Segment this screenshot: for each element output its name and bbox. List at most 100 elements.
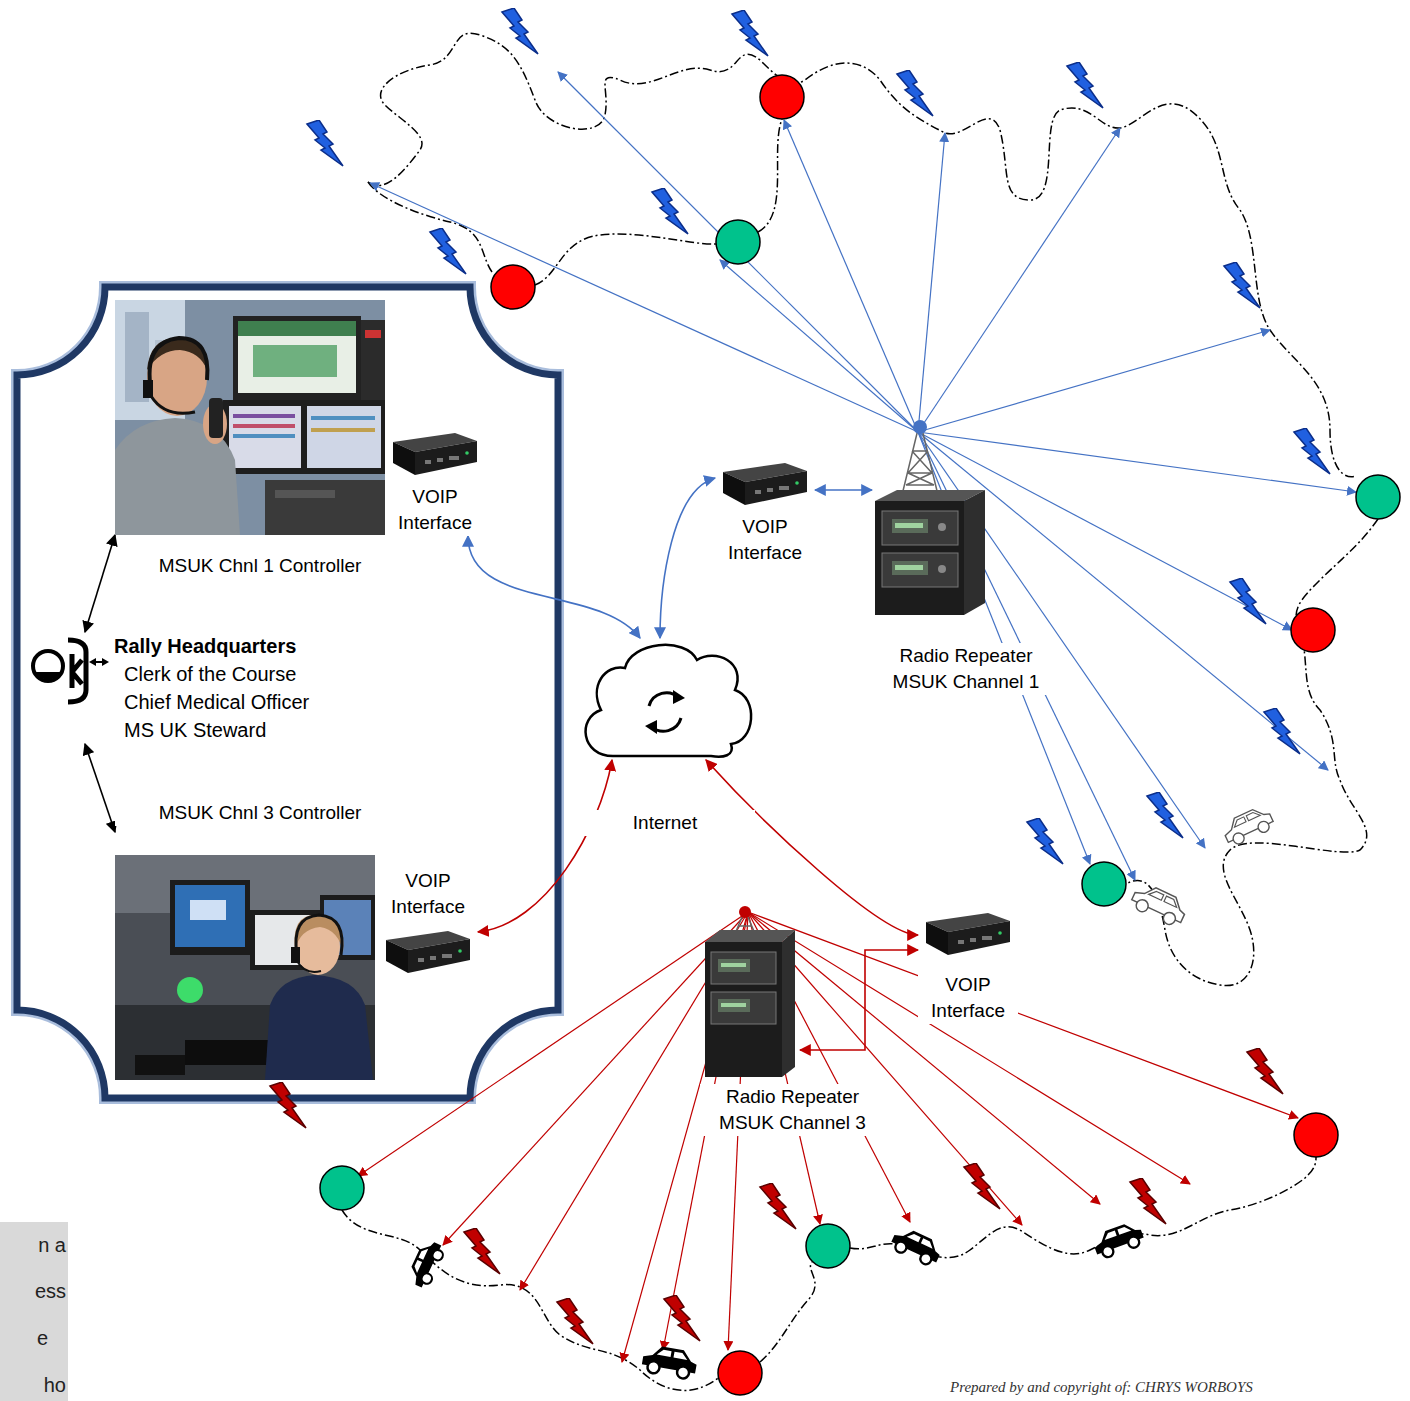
art-use <box>1027 818 1063 864</box>
art-rect <box>418 958 424 962</box>
art-use <box>502 8 538 54</box>
network-node: Radio Repeater MSUK Channel 3 <box>700 902 800 1077</box>
cropped-note-text: ho <box>44 1372 66 1398</box>
art-line <box>784 120 918 432</box>
network-node: Internet <box>575 638 755 760</box>
art-rect <box>275 490 335 498</box>
art-circle <box>465 451 469 455</box>
art-rect <box>755 490 761 494</box>
art-rect <box>892 561 928 575</box>
art-rect <box>0 1222 68 1401</box>
art-path <box>68 640 86 702</box>
hq-role: MS UK Steward <box>114 716 309 744</box>
art-rect <box>311 428 375 432</box>
art-rect <box>238 321 356 336</box>
art-circle <box>1294 1113 1338 1157</box>
connector-arrow <box>815 489 872 491</box>
connector-arrow <box>706 760 918 935</box>
art-use <box>1247 1048 1283 1094</box>
art-use <box>732 10 768 56</box>
network-symbol <box>700 902 800 1077</box>
art-circle <box>739 906 751 918</box>
art-rect <box>958 940 964 944</box>
art-path <box>368 33 1356 477</box>
art-rect <box>970 938 976 942</box>
voip-device <box>385 428 480 478</box>
art-circle <box>1082 862 1126 906</box>
art-polygon <box>393 442 415 475</box>
network-symbol <box>575 638 755 760</box>
art-line <box>918 432 1356 492</box>
art-rect <box>449 456 459 460</box>
art-path <box>17 287 558 1098</box>
art-use <box>1264 708 1300 754</box>
network-symbol <box>872 415 987 615</box>
art-circle <box>1356 475 1400 519</box>
art-rect <box>721 1003 746 1007</box>
art-use <box>464 1228 500 1274</box>
voip-interface: VOIP Interface <box>715 458 815 566</box>
connector-arrow <box>660 478 715 638</box>
controller-photo <box>115 855 375 1080</box>
art-rect <box>895 565 923 570</box>
art-rect <box>437 458 443 462</box>
art-path <box>297 961 321 972</box>
art-use <box>430 228 466 274</box>
connector-arrow <box>468 536 640 638</box>
art-polygon <box>723 472 745 505</box>
node-label-block: Radio Repeater MSUK Channel 3 <box>700 1084 885 1136</box>
node-label: VOIP Interface <box>918 972 1018 1024</box>
art-line <box>918 330 1270 432</box>
art-polygon <box>948 921 1010 955</box>
art-rect <box>253 345 337 377</box>
controller-station: MSUK Chnl 1 Controller <box>115 300 405 579</box>
network-node: Radio Repeater MSUK Channel 1 <box>872 415 987 615</box>
art-circle <box>716 220 760 264</box>
node-label: Radio Repeater MSUK Channel 1 <box>880 643 1052 695</box>
art-rect <box>229 406 301 468</box>
art-use <box>897 70 933 116</box>
art-g <box>370 72 1356 880</box>
art-path <box>368 182 492 272</box>
node-label: Radio Repeater MSUK Channel 3 <box>700 1084 885 1136</box>
rally-headquarters: Rally HeadquartersClerk of the CourseChi… <box>28 632 309 744</box>
art-rect <box>115 855 375 1080</box>
node-label: MSUK Chnl 3 Controller <box>115 800 405 826</box>
art-use <box>964 1163 1000 1209</box>
hq-row: Rally HeadquartersClerk of the CourseChi… <box>28 632 309 744</box>
art-circle <box>938 523 946 531</box>
art-line <box>720 260 918 432</box>
art-rect <box>892 519 928 533</box>
art-circle <box>458 949 462 953</box>
art-circle <box>33 651 63 681</box>
art-rect <box>115 300 385 535</box>
node-label: VOIP Interface <box>715 514 815 566</box>
art-use <box>1230 578 1266 624</box>
art-g <box>902 421 938 495</box>
connector-arrow <box>800 950 918 1050</box>
art-use <box>652 188 688 234</box>
art-polygon <box>782 930 795 1077</box>
art-rect <box>190 900 226 920</box>
art-circle <box>718 1351 762 1395</box>
art-rect <box>238 321 356 393</box>
cropped-note-text: ess <box>35 1278 66 1304</box>
art-circle <box>998 931 1002 935</box>
art-circle <box>938 565 946 573</box>
headquarters-icon <box>28 632 110 707</box>
art-rect <box>307 406 381 468</box>
art-rect <box>233 414 295 418</box>
art-rect <box>170 880 250 955</box>
art-circle <box>795 481 799 485</box>
node-label-block: Radio Repeater MSUK Channel 1 <box>880 643 1052 695</box>
art-path <box>760 1262 815 1362</box>
art-polygon <box>705 930 795 942</box>
art-use <box>557 1298 593 1344</box>
art-rect <box>711 992 776 1024</box>
art-use <box>664 1295 700 1341</box>
art-rect <box>705 942 782 1077</box>
art-rect <box>233 424 295 428</box>
art-polygon <box>415 441 477 475</box>
copyright-note: Prepared by and copyright of: CHRYS WORB… <box>950 1378 1253 1396</box>
